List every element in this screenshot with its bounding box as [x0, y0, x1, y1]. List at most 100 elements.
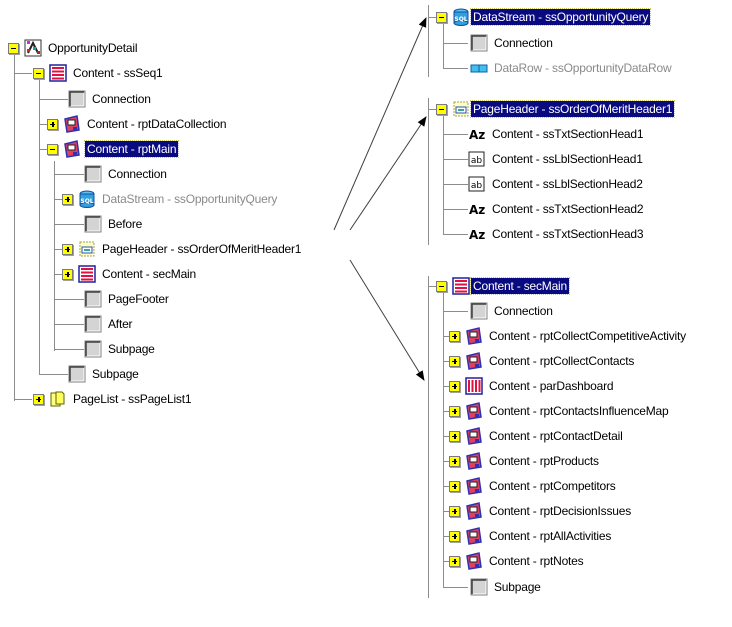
node-label: Content - rptCollectCompetitiveActivity	[489, 329, 686, 343]
text-field-icon	[468, 200, 486, 218]
tree-node-content[interactable]: Content - ssTxtSectionHead2	[468, 199, 645, 219]
tree-node-connection[interactable]: Connection	[84, 164, 169, 184]
node-label: PageList - ssPageList1	[73, 392, 192, 406]
tree-node-subpage[interactable]: Subpage	[68, 364, 141, 384]
tree-node-secmain[interactable]: Content - secMain	[62, 264, 198, 284]
node-label: Before	[108, 217, 143, 231]
tree-node-content[interactable]: Content - rptCollectContacts	[449, 351, 636, 371]
node-label: Content - ssSeq1	[73, 66, 163, 80]
tree-node-pagefooter[interactable]: PageFooter	[84, 289, 171, 309]
expand-icon[interactable]	[62, 268, 73, 280]
tree-node-content[interactable]: Content - rptProducts	[449, 451, 601, 471]
expand-icon[interactable]	[33, 393, 44, 405]
tree-node-datastream[interactable]: DataStream - ssOpportunityQuery	[62, 189, 279, 209]
node-label: Content - rptNotes	[489, 554, 584, 568]
tree-node-rptmain[interactable]: Content - rptMain	[47, 139, 180, 159]
expand-icon[interactable]	[449, 555, 460, 567]
collapse-icon[interactable]	[33, 67, 44, 79]
placeholder-box-icon	[470, 578, 488, 596]
tree-node-connection[interactable]: Connection	[470, 33, 555, 53]
collapse-icon[interactable]	[8, 42, 19, 54]
tree-node-connection[interactable]: Connection	[68, 89, 153, 109]
expand-icon[interactable]	[449, 355, 460, 367]
report-icon	[465, 477, 483, 495]
tree-node-connection[interactable]: Connection	[470, 301, 555, 321]
tree-node-after[interactable]: After	[84, 314, 134, 334]
tree-node-content[interactable]: Content - rptAllActivities	[449, 526, 613, 546]
node-label: Content - rptCollectContacts	[489, 354, 635, 368]
tree-node-secmain[interactable]: Content - secMain	[436, 276, 570, 296]
tree-node-content[interactable]: Content - ssTxtSectionHead1	[468, 124, 645, 144]
arrow-to-pageheader	[349, 116, 427, 231]
expand-icon[interactable]	[449, 455, 460, 467]
report-icon	[465, 502, 483, 520]
collapse-icon[interactable]	[436, 280, 447, 292]
node-label: Connection	[494, 36, 553, 50]
arrow-to-datastream	[333, 17, 427, 231]
placeholder-box-icon	[470, 34, 488, 52]
node-label: PageHeader - ssOrderOfMeritHeader1	[469, 100, 676, 118]
tree-node-pageheader[interactable]: PageHeader - ssOrderOfMeritHeader1	[62, 239, 303, 259]
expand-icon[interactable]	[449, 505, 460, 517]
node-label: Content - rptAllActivities	[489, 529, 612, 543]
tree-node-datastream[interactable]: DataStream - ssOpportunityQuery	[436, 7, 652, 27]
expand-icon[interactable]	[62, 193, 73, 205]
expand-icon[interactable]	[449, 480, 460, 492]
report-icon	[465, 452, 483, 470]
tree-node-content[interactable]: Content - ssTxtSectionHead3	[468, 224, 645, 244]
expand-icon[interactable]	[449, 380, 460, 392]
label-icon	[468, 150, 486, 168]
node-label: After	[108, 317, 133, 331]
tree-node-content[interactable]: Content - ssLblSectionHead2	[468, 174, 645, 194]
tree-node-content[interactable]: Content - parDashboard	[449, 376, 615, 396]
tree-node-content[interactable]: Content - rptDecisionIssues	[449, 501, 633, 521]
tree-node-before[interactable]: Before	[84, 214, 144, 234]
node-label: Subpage	[108, 342, 155, 356]
label-icon	[468, 175, 486, 193]
node-label: Content - secMain	[102, 267, 196, 281]
tree-node-content[interactable]: Content - ssLblSectionHead1	[468, 149, 645, 169]
node-label: Subpage	[92, 367, 139, 381]
node-label: Content - ssLblSectionHead1	[492, 152, 643, 166]
text-field-icon	[468, 225, 486, 243]
expand-icon[interactable]	[449, 405, 460, 417]
tree-node-pageheader[interactable]: PageHeader - ssOrderOfMeritHeader1	[436, 99, 676, 119]
report-icon	[465, 352, 483, 370]
expand-icon[interactable]	[47, 118, 58, 130]
report-icon	[465, 402, 483, 420]
node-label: DataStream - ssOpportunityQuery	[102, 192, 278, 206]
tree-node-content[interactable]: Content - rptCollectCompetitiveActivity	[449, 326, 688, 346]
tree-node-pagelist[interactable]: PageList - ssPageList1	[33, 389, 193, 409]
node-label: DataRow - ssOpportunityDataRow	[494, 61, 672, 75]
tree-node-content[interactable]: Content - rptContactDetail	[449, 426, 625, 446]
expand-icon[interactable]	[449, 330, 460, 342]
tree-node-content[interactable]: Content - rptNotes	[449, 551, 585, 571]
tree-node-subpage[interactable]: Subpage	[470, 577, 543, 597]
tree-node-opportunitydetail[interactable]: OpportunityDetail	[8, 38, 139, 58]
node-label: Content - ssTxtSectionHead2	[492, 202, 644, 216]
tree-node-content[interactable]: Content - rptContactsInfluenceMap	[449, 401, 671, 421]
expand-icon[interactable]	[62, 243, 73, 255]
expand-icon[interactable]	[449, 430, 460, 442]
node-label: Content - secMain	[470, 277, 570, 295]
collapse-icon[interactable]	[47, 143, 58, 155]
node-label: DataStream - ssOpportunityQuery	[469, 8, 652, 26]
report-icon	[465, 527, 483, 545]
node-label: Subpage	[494, 580, 541, 594]
node-label: Content - rptCompetitors	[489, 479, 616, 493]
tree-node-subpage[interactable]: Subpage	[84, 339, 157, 359]
collapse-icon[interactable]	[436, 103, 447, 115]
node-label: Connection	[494, 304, 553, 318]
collapse-icon[interactable]	[436, 11, 447, 23]
tree-node-rptdatacollection[interactable]: Content - rptDataCollection	[47, 114, 228, 134]
tree-node-ssseq1[interactable]: Content - ssSeq1	[33, 63, 165, 83]
node-label: Content - rptContactsInfluenceMap	[489, 404, 669, 418]
node-label: PageFooter	[108, 292, 169, 306]
expand-icon[interactable]	[449, 530, 460, 542]
placeholder-box-icon	[470, 302, 488, 320]
node-label: Content - ssTxtSectionHead3	[492, 227, 644, 241]
tree-node-content[interactable]: Content - rptCompetitors	[449, 476, 618, 496]
tree-node-datarow[interactable]: DataRow - ssOpportunityDataRow	[470, 58, 673, 78]
node-label: Content - rptDataCollection	[87, 117, 227, 131]
